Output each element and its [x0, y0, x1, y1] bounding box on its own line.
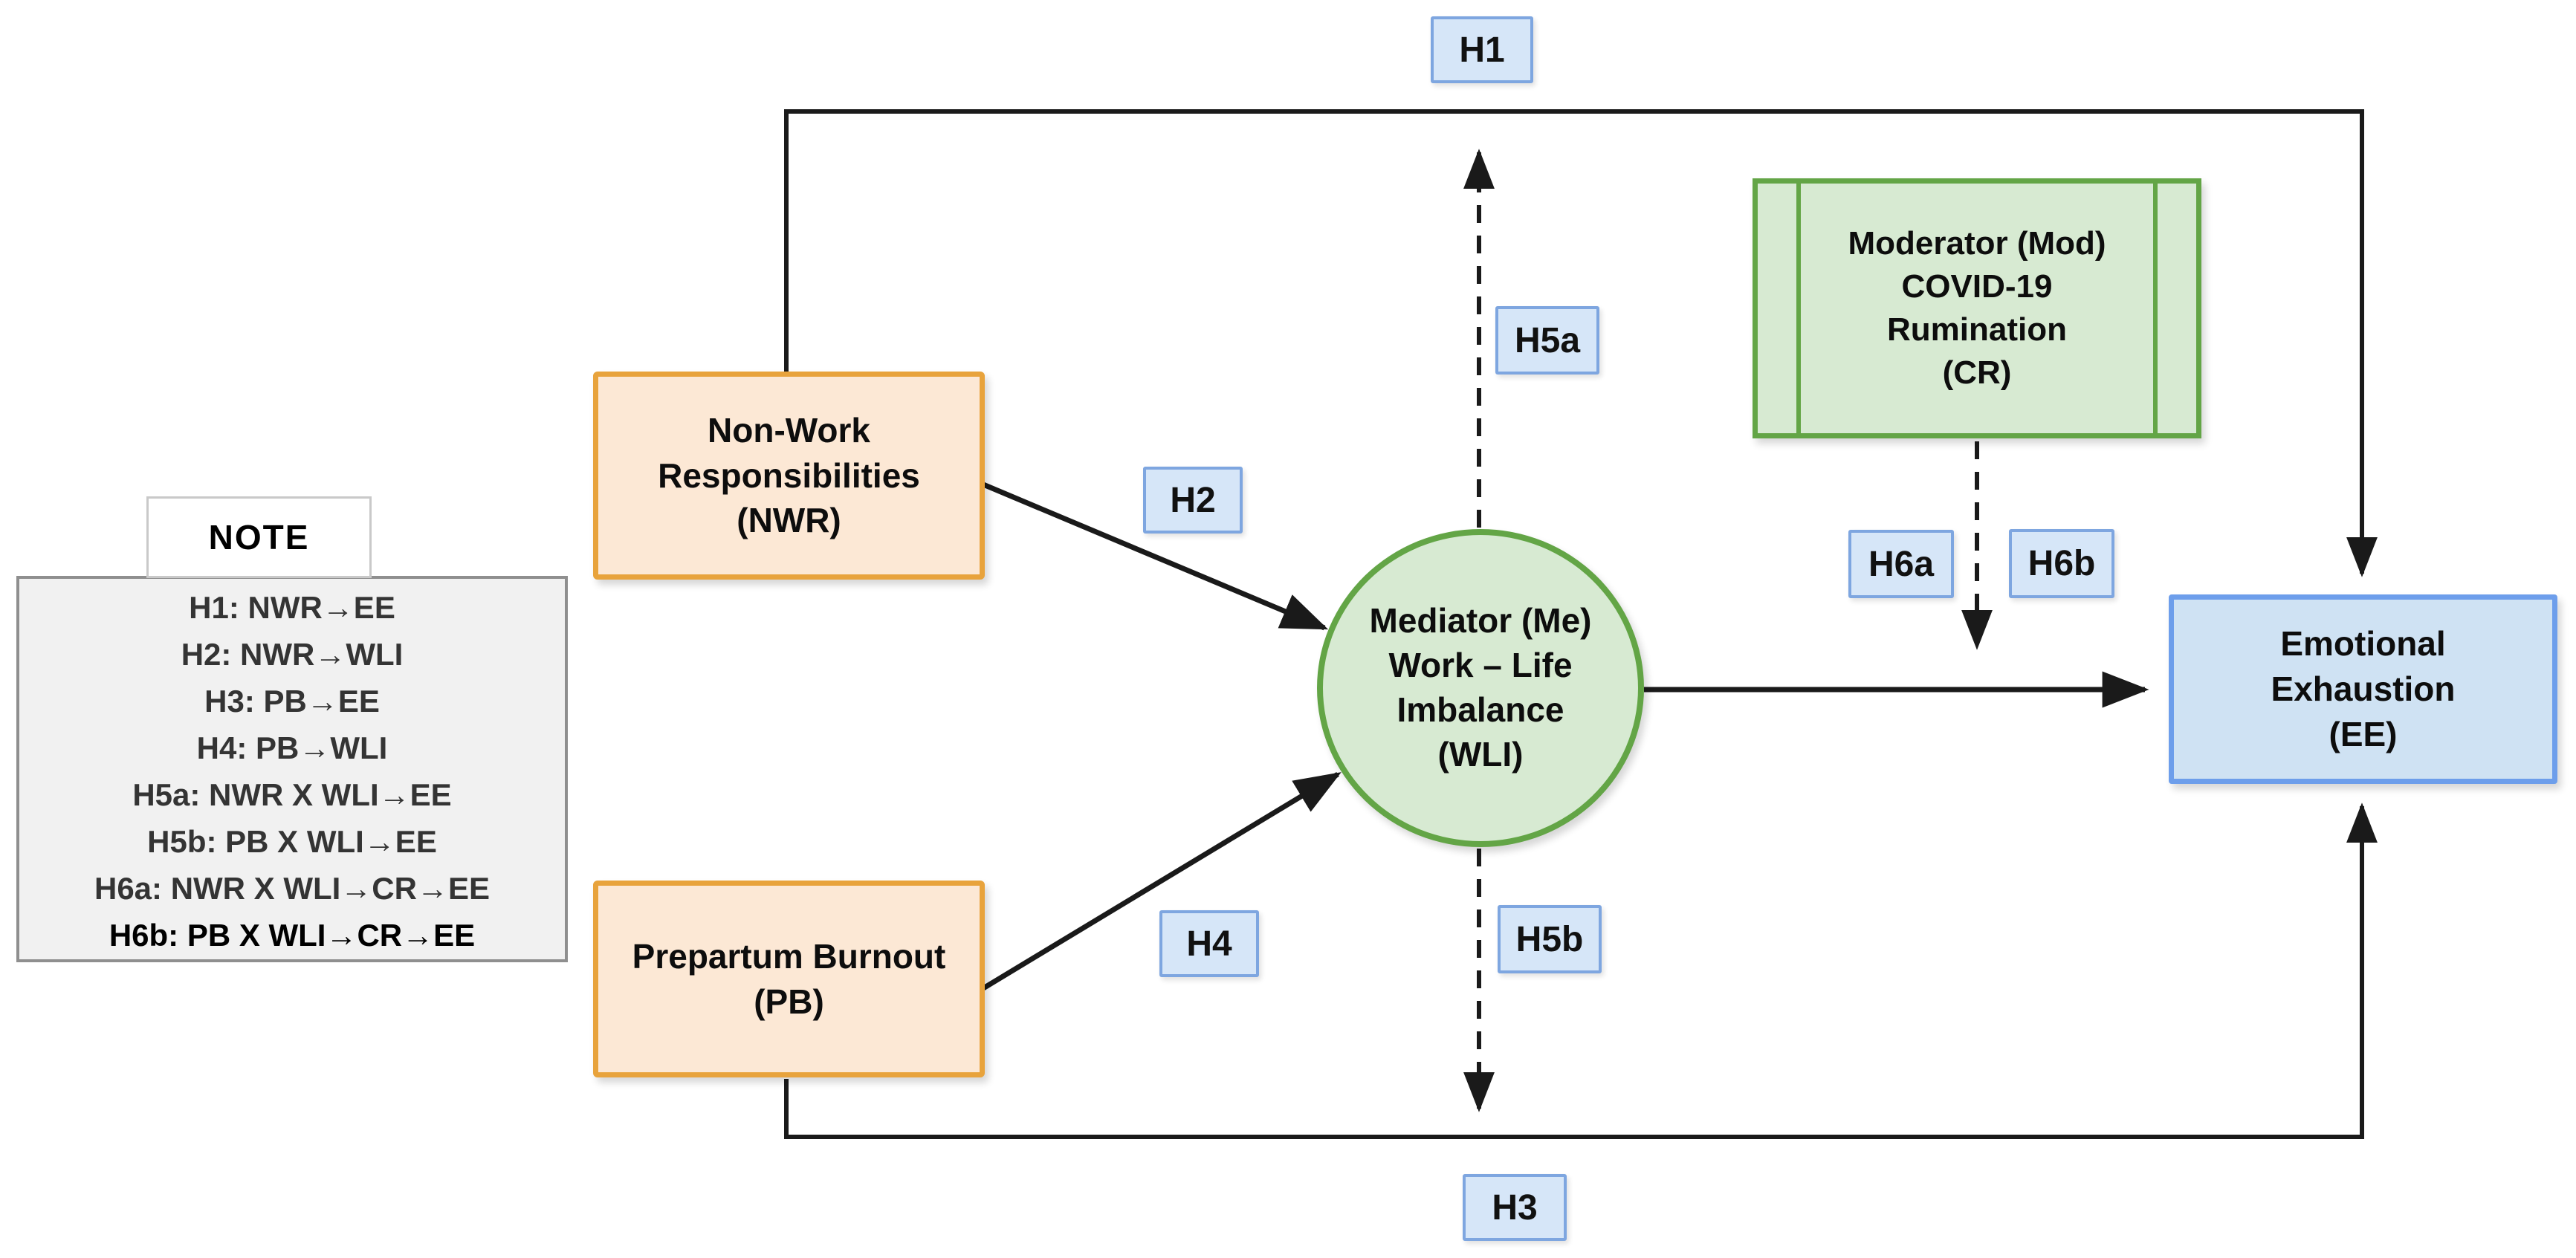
- node-mediator-work-life-imbalance: Mediator (Me) Work – Life Imbalance (WLI…: [1317, 529, 1644, 847]
- node-moderator-covid19-rumination: Moderator (Mod) COVID-19 Rumination (CR): [1753, 178, 2201, 438]
- hypothesis-label-h6b: H6b: [2009, 529, 2114, 598]
- hypothesis-label-h1: H1: [1431, 16, 1533, 83]
- hypothesis-label-h5a: H5a: [1495, 306, 1599, 375]
- path-h3-pb-to-ee: [784, 803, 2378, 1139]
- hypothesis-label-h2: H2: [1143, 467, 1243, 534]
- note-line-h2: H2: NWR→WLI: [181, 637, 404, 672]
- note-line-h3: H3: PB→EE: [204, 684, 380, 719]
- note-line-h5b: H5b: PB X WLI→EE: [147, 824, 437, 859]
- moderator-left-rule: [1796, 184, 1801, 433]
- path-h1-nwr-to-ee: [784, 109, 2378, 577]
- hypothesis-label-h6a: H6a: [1848, 530, 1954, 598]
- note-line-h4: H4: PB→WLI: [196, 730, 388, 765]
- path-h4-pb-to-wli: [982, 772, 1342, 990]
- path-h2-nwr-to-wli: [982, 482, 1329, 631]
- note-line-h5a: H5a: NWR X WLI→EE: [132, 777, 452, 812]
- hypothesis-label-h4: H4: [1159, 910, 1259, 977]
- note-legend-box: H1: NWR→EE H2: NWR→WLI H3: PB→EE H4: PB→…: [16, 576, 568, 962]
- note-line-h6a: H6a: NWR X WLI→CR→EE: [94, 871, 490, 906]
- node-emotional-exhaustion: Emotional Exhaustion (EE): [2169, 594, 2557, 784]
- node-non-work-responsibilities: Non-Work Responsibilities (NWR): [593, 372, 985, 580]
- note-title: NOTE: [146, 496, 372, 578]
- moderator-label: Moderator (Mod) COVID-19 Rumination (CR): [1848, 224, 2106, 392]
- hypothesis-label-h3: H3: [1463, 1174, 1567, 1241]
- moderator-right-rule: [2153, 184, 2158, 433]
- note-line-h1: H1: NWR→EE: [189, 590, 395, 625]
- note-line-h6b: H6b: PB X WLI→CR→EE: [109, 918, 476, 953]
- node-prepartum-burnout: Prepartum Burnout (PB): [593, 881, 985, 1077]
- hypothesis-label-h5b: H5b: [1498, 905, 1602, 973]
